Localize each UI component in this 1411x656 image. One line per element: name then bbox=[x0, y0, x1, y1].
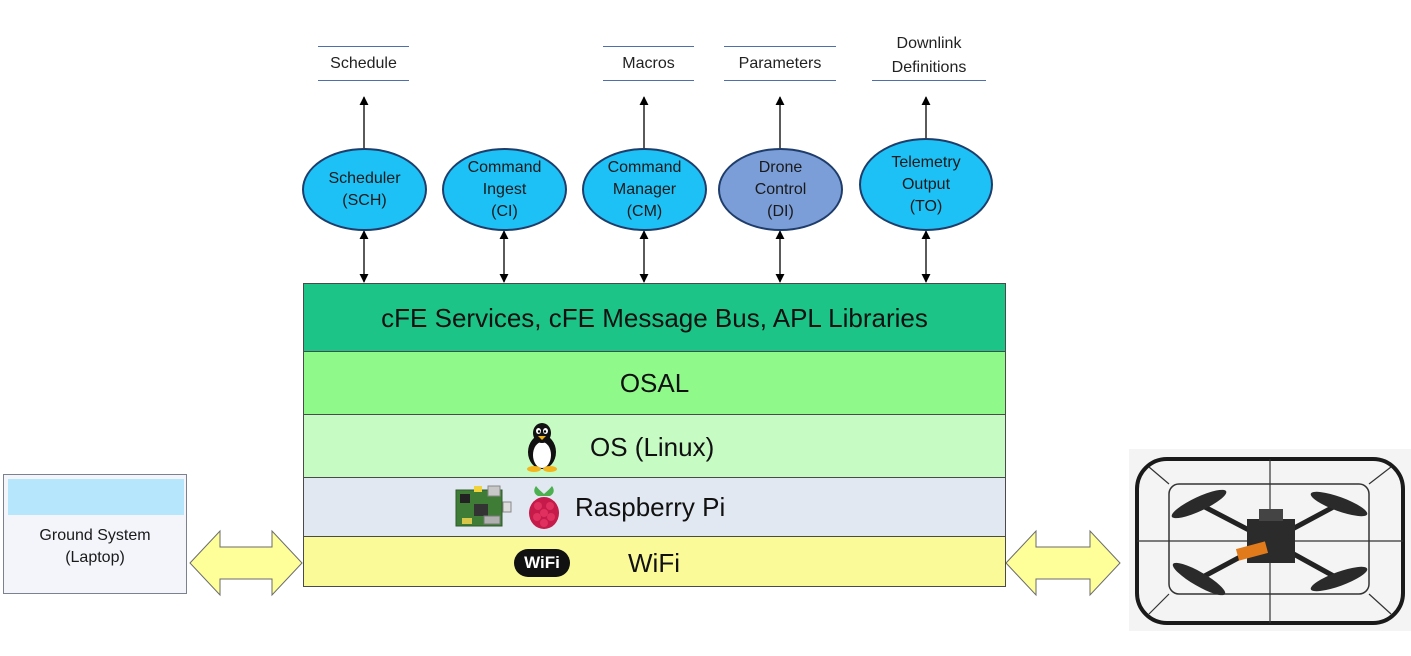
app-command-ingest: Command Ingest (CI) bbox=[442, 148, 567, 231]
app-to-line2: Output bbox=[901, 175, 951, 193]
app-cm-line2: Manager bbox=[612, 180, 677, 198]
raspberry-pi-board-icon bbox=[455, 485, 512, 527]
parameters-doc-label: Parameters bbox=[738, 55, 822, 72]
macros-doc-label: Macros bbox=[622, 55, 675, 72]
layer-raspberry-pi: Raspberry Pi bbox=[303, 477, 1006, 537]
layer-os-linux: OS (Linux) bbox=[303, 414, 1006, 478]
ground-system-line1: Ground System bbox=[39, 527, 151, 544]
layer-wifi-label: WiFi bbox=[628, 548, 680, 578]
ground-wifi-block-arrow bbox=[189, 529, 303, 597]
ground-system-label: Ground System (Laptop) bbox=[4, 525, 186, 569]
downlink-doc-label-line1: Downlink bbox=[896, 35, 962, 52]
layer-osal-label: OSAL bbox=[619, 368, 690, 398]
app-scheduler-line1: Scheduler bbox=[328, 169, 401, 187]
app-command-manager: Command Manager (CM) bbox=[582, 148, 707, 231]
wifi-drone-block-arrow bbox=[1005, 529, 1121, 597]
layer-cfe-label: cFE Services, cFE Message Bus, APL Libra… bbox=[381, 302, 928, 333]
layer-cfe-services: cFE Services, cFE Message Bus, APL Libra… bbox=[303, 283, 1006, 352]
tux-penguin-icon bbox=[527, 423, 557, 472]
app-ci-line3: (CI) bbox=[491, 202, 518, 220]
app-cm-line3: (CM) bbox=[626, 202, 663, 220]
app-to-line3: (TO) bbox=[909, 197, 943, 215]
layer-os-label: OS (Linux) bbox=[590, 432, 715, 462]
app-cm-line1: Command bbox=[607, 158, 682, 176]
layer-rpi-label: Raspberry Pi bbox=[575, 492, 726, 522]
drone-drawing bbox=[1135, 457, 1405, 625]
schedule-doc-top-line bbox=[318, 46, 409, 47]
app-ci-line2: Ingest bbox=[482, 180, 527, 198]
parameters-doc-bottom-line bbox=[724, 80, 836, 81]
macros-doc-bottom-line bbox=[603, 80, 694, 81]
ground-system-box: Ground System (Laptop) bbox=[3, 474, 187, 594]
quadcopter-drone-image bbox=[1129, 449, 1411, 631]
app-scheduler-line2: (SCH) bbox=[342, 191, 387, 209]
raspberry-logo-icon bbox=[529, 486, 559, 529]
app-to-line1: Telemetry bbox=[891, 153, 961, 171]
app-telemetry-output: Telemetry Output (TO) bbox=[859, 138, 993, 231]
app-dc-line3: (DI) bbox=[767, 202, 794, 220]
downlink-doc-label-line2: Definitions bbox=[891, 59, 967, 76]
wifi-logo-text: WiFi bbox=[524, 553, 560, 572]
app-scheduler: Scheduler (SCH) bbox=[302, 148, 427, 231]
ground-system-line2: (Laptop) bbox=[65, 549, 125, 566]
layer-wifi: WiFi WiFi bbox=[303, 536, 1006, 587]
layer-osal: OSAL bbox=[303, 351, 1006, 415]
wifi-logo-icon: WiFi bbox=[514, 549, 570, 577]
ground-system-screen bbox=[8, 479, 184, 515]
schedule-doc-label: Schedule bbox=[330, 55, 397, 72]
app-dc-line2: Control bbox=[754, 180, 807, 198]
schedule-doc-bottom-line bbox=[318, 80, 409, 81]
app-drone-control: Drone Control (DI) bbox=[718, 148, 843, 231]
app-dc-line1: Drone bbox=[758, 158, 803, 176]
parameters-doc-top-line bbox=[724, 46, 836, 47]
app-ci-line1: Command bbox=[467, 158, 542, 176]
macros-doc-top-line bbox=[603, 46, 694, 47]
downlink-doc-bottom-line bbox=[872, 80, 986, 81]
